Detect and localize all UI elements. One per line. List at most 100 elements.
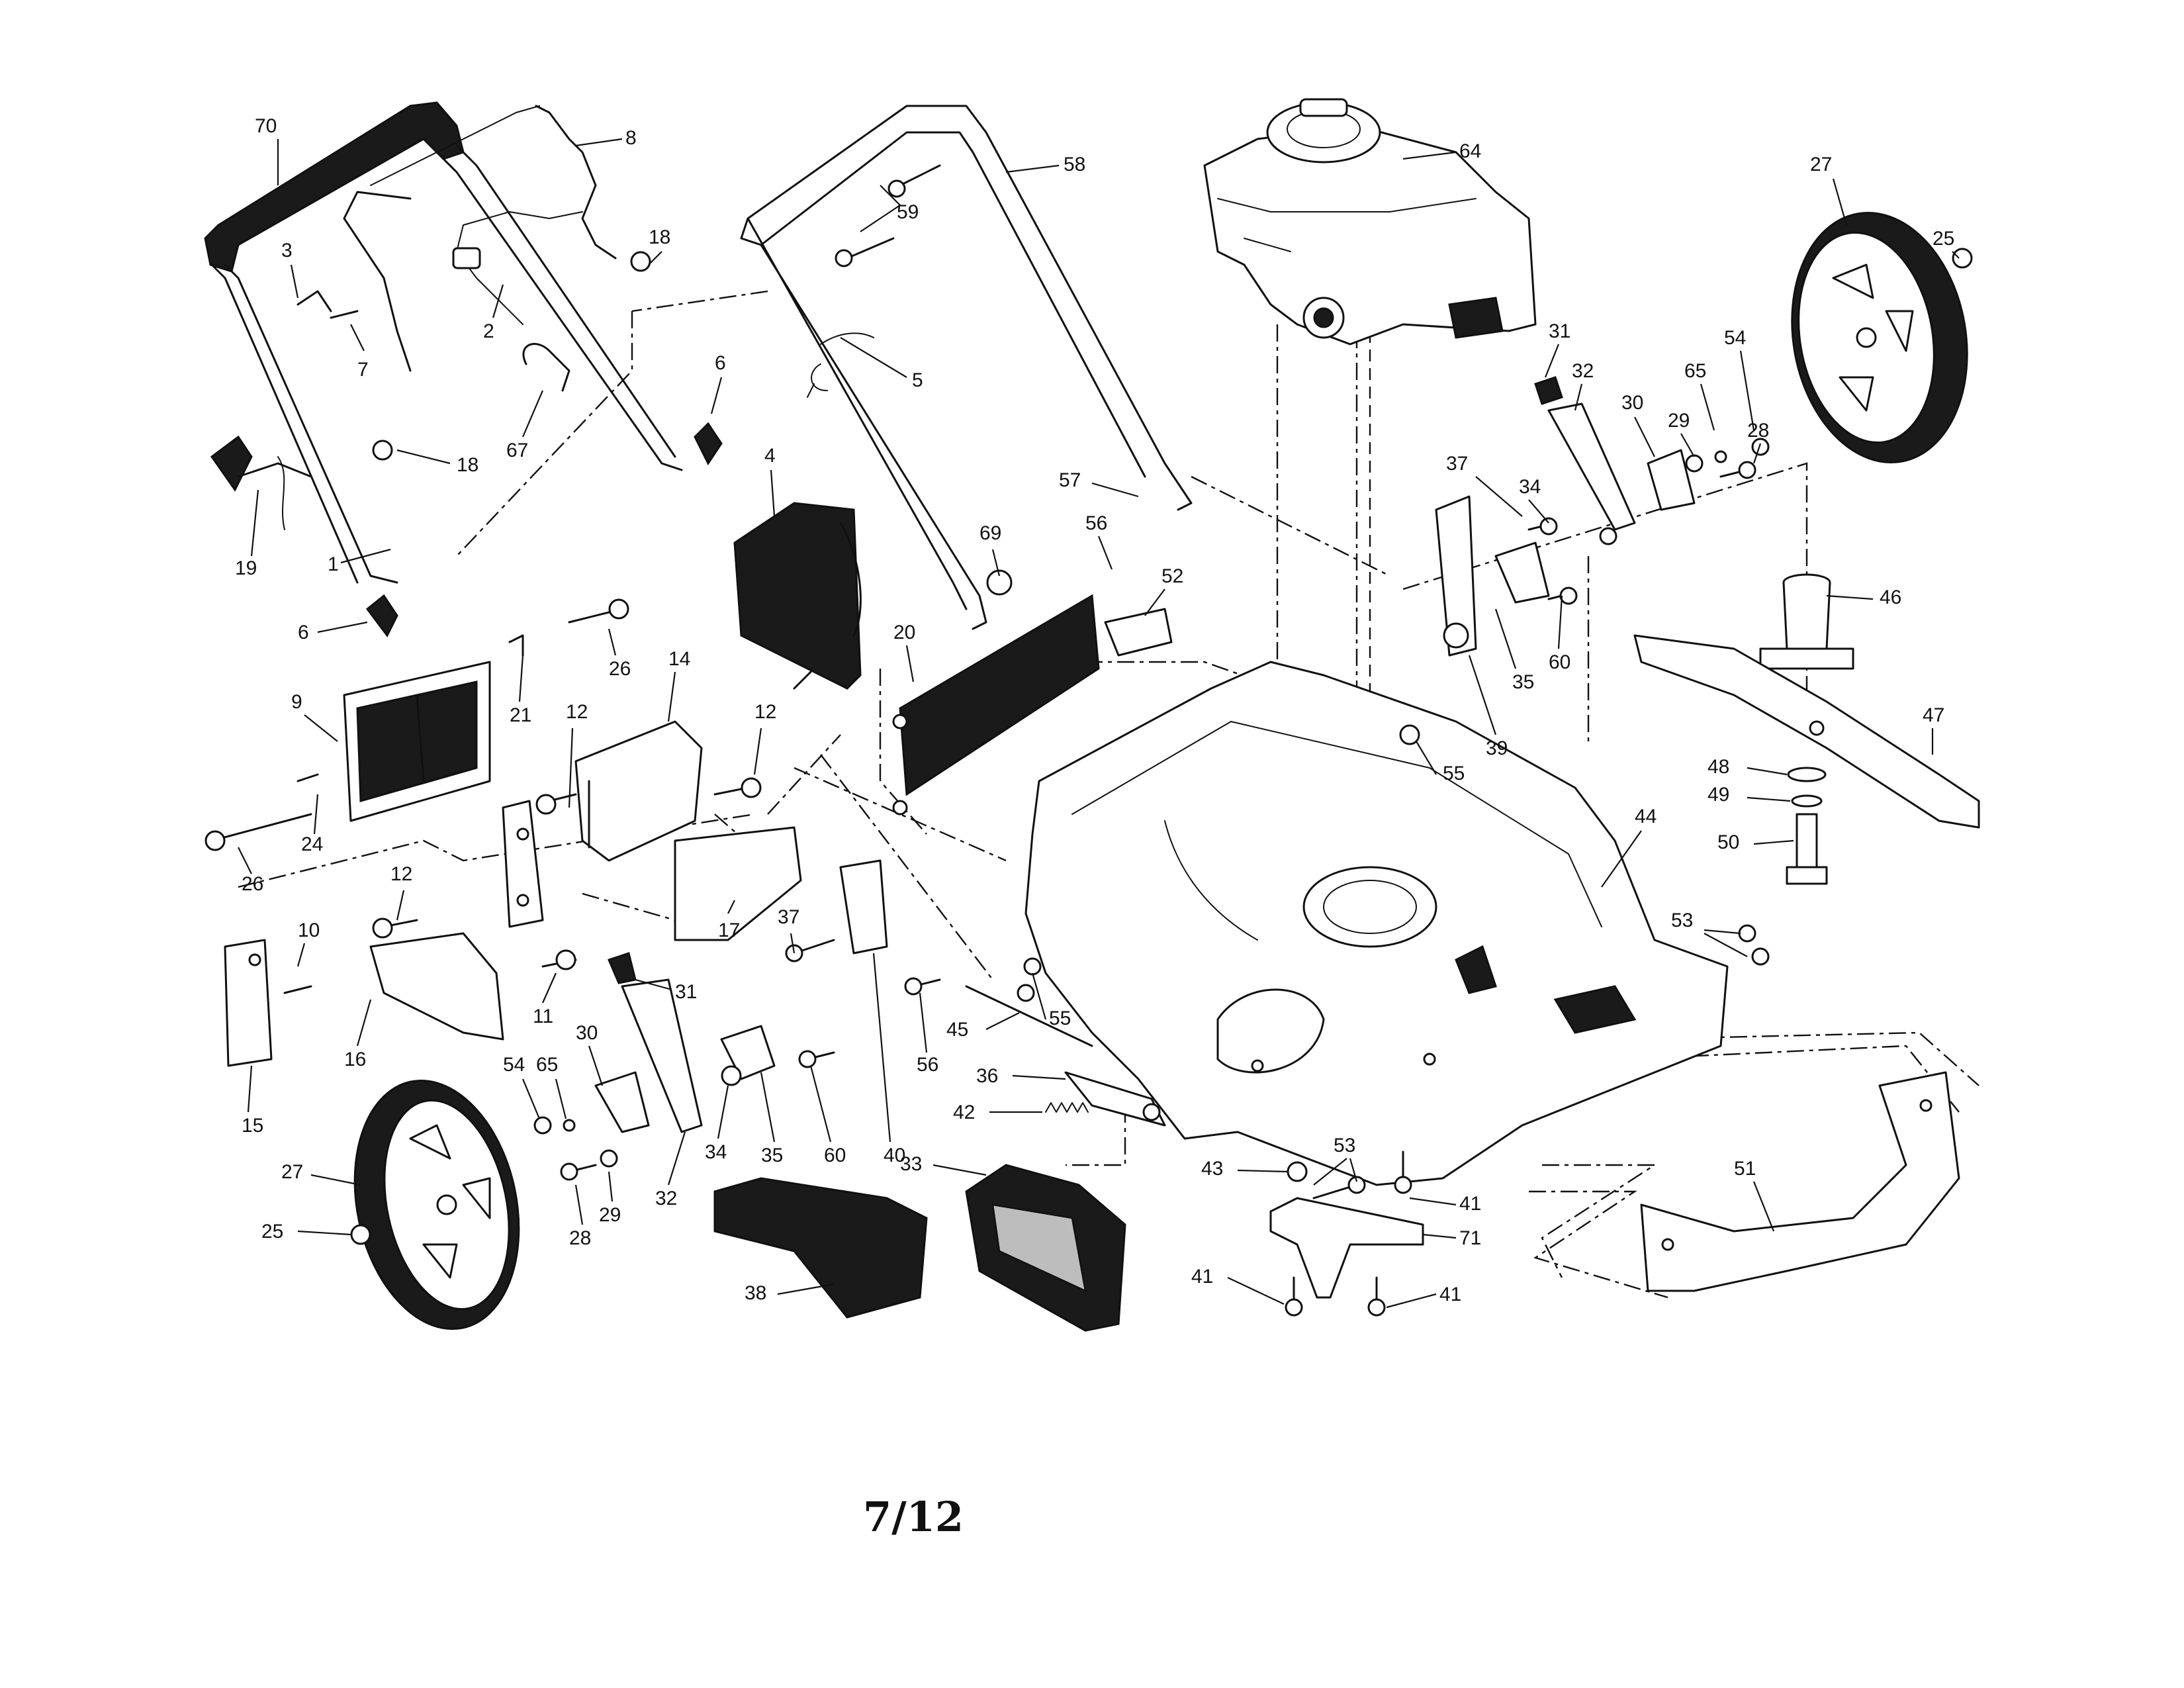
callout-37-b: 37 — [778, 906, 799, 928]
callout-41-c: 41 — [1439, 1284, 1461, 1305]
callout-4: 4 — [764, 445, 776, 467]
callout-60: 60 — [1549, 651, 1570, 673]
engine-64 — [1203, 98, 1537, 346]
callout-60-b: 60 — [824, 1145, 846, 1166]
callout-16: 16 — [344, 1049, 366, 1070]
callout-25-b: 25 — [261, 1221, 283, 1243]
callout-59: 59 — [897, 201, 919, 223]
callout-69: 69 — [979, 522, 1001, 544]
callout-10: 10 — [298, 919, 320, 941]
callout-29: 29 — [1668, 410, 1690, 432]
callout-38: 38 — [745, 1282, 766, 1304]
callout-41: 41 — [1459, 1193, 1481, 1215]
callout-56-b: 56 — [917, 1054, 938, 1076]
chute-17 — [674, 826, 802, 941]
callout-43: 43 — [1201, 1158, 1223, 1180]
callout-53-b: 53 — [1334, 1135, 1355, 1156]
callout-35: 35 — [1512, 671, 1534, 693]
callout-31: 31 — [1549, 320, 1570, 342]
blade-47 — [1633, 634, 1980, 829]
callout-36: 36 — [976, 1065, 998, 1087]
right-height-lever — [1399, 376, 1696, 745]
handle-bolts-59 — [835, 164, 941, 267]
callout-28: 28 — [1747, 420, 1769, 442]
right-wheel-hardware — [1685, 438, 1770, 479]
callout-19: 19 — [235, 557, 257, 579]
callout-27-b: 27 — [281, 1161, 303, 1183]
callout-21: 21 — [510, 704, 531, 726]
callout-12-b: 12 — [754, 701, 776, 723]
mulch-plug-52 — [1104, 608, 1173, 657]
callout-17: 17 — [718, 919, 740, 941]
callout-11: 11 — [533, 1006, 553, 1027]
left-wheel-27 — [350, 1079, 520, 1331]
chute-door-33 — [965, 1164, 1126, 1332]
blade-hardware — [1786, 767, 1828, 885]
callout-9: 9 — [291, 691, 302, 713]
callout-27: 27 — [1810, 154, 1832, 175]
callout-34-b: 34 — [705, 1141, 727, 1163]
callout-64: 64 — [1459, 140, 1481, 162]
callout-51: 51 — [1734, 1158, 1756, 1180]
callout-34: 34 — [1519, 476, 1541, 498]
callouts: 70 8 58 64 27 25 3 18 2 59 7 67 6 5 31 3… — [235, 115, 1960, 1309]
callout-2: 2 — [483, 320, 494, 342]
callout-31-b: 31 — [675, 981, 697, 1003]
callout-18: 18 — [649, 226, 670, 248]
callout-44: 44 — [1635, 806, 1657, 827]
callout-40: 40 — [884, 1145, 905, 1166]
left-wheel-hardware — [533, 1116, 618, 1181]
callout-25: 25 — [1933, 228, 1954, 250]
callout-26: 26 — [609, 658, 631, 680]
callout-56: 56 — [1085, 512, 1107, 534]
left-height-lever — [594, 859, 941, 1133]
callout-1: 1 — [328, 553, 339, 575]
callout-12: 12 — [566, 701, 588, 723]
callout-65: 65 — [1684, 360, 1706, 382]
callout-7: 7 — [357, 359, 369, 381]
callout-49: 49 — [1707, 784, 1729, 806]
callout-3: 3 — [281, 240, 293, 261]
callout-14: 14 — [668, 648, 690, 670]
callout-37: 37 — [1446, 453, 1468, 475]
callout-52: 52 — [1161, 565, 1183, 587]
callout-32-b: 32 — [655, 1188, 677, 1209]
grass-bag-insert — [733, 502, 862, 690]
callout-55: 55 — [1443, 763, 1465, 784]
bracket-14 — [574, 720, 703, 862]
callout-57: 57 — [1059, 469, 1081, 491]
left-bolts — [205, 598, 762, 994]
pivot-bracket-36 — [1064, 1071, 1166, 1127]
callout-39: 39 — [1486, 737, 1508, 759]
callout-50: 50 — [1717, 831, 1739, 853]
callout-53: 53 — [1671, 910, 1693, 931]
callout-30: 30 — [1621, 392, 1643, 414]
rear-baffle-51 — [1640, 1071, 1960, 1292]
callout-55-b: 55 — [1049, 1008, 1071, 1029]
callout-70: 70 — [255, 115, 277, 137]
height-adjuster-16 — [369, 932, 504, 1041]
handle-knobs-and-bolts — [210, 251, 723, 637]
callout-47: 47 — [1923, 704, 1944, 726]
page-number: 7/12 — [862, 1493, 964, 1541]
spring-42 — [1045, 1102, 1089, 1113]
callout-33: 33 — [900, 1153, 922, 1175]
lower-handle — [740, 105, 1193, 690]
callout-29-b: 29 — [599, 1204, 621, 1226]
callout-35-b: 35 — [761, 1145, 783, 1166]
callout-18-b: 18 — [457, 454, 478, 476]
callout-28-b: 28 — [569, 1227, 591, 1249]
callout-20: 20 — [893, 622, 915, 643]
callout-30-b: 30 — [576, 1022, 598, 1044]
callout-71: 71 — [1459, 1227, 1481, 1249]
mower-deck-44 — [1024, 661, 1729, 1186]
callout-54-b: 54 — [503, 1054, 525, 1076]
rear-shield-9 — [343, 661, 491, 822]
upper-handle-foam-grip — [204, 101, 683, 584]
callout-65-b: 65 — [536, 1054, 558, 1076]
callout-6: 6 — [715, 352, 726, 374]
callout-58: 58 — [1064, 154, 1085, 175]
bracket-12 — [502, 800, 544, 928]
callout-54: 54 — [1724, 327, 1746, 349]
